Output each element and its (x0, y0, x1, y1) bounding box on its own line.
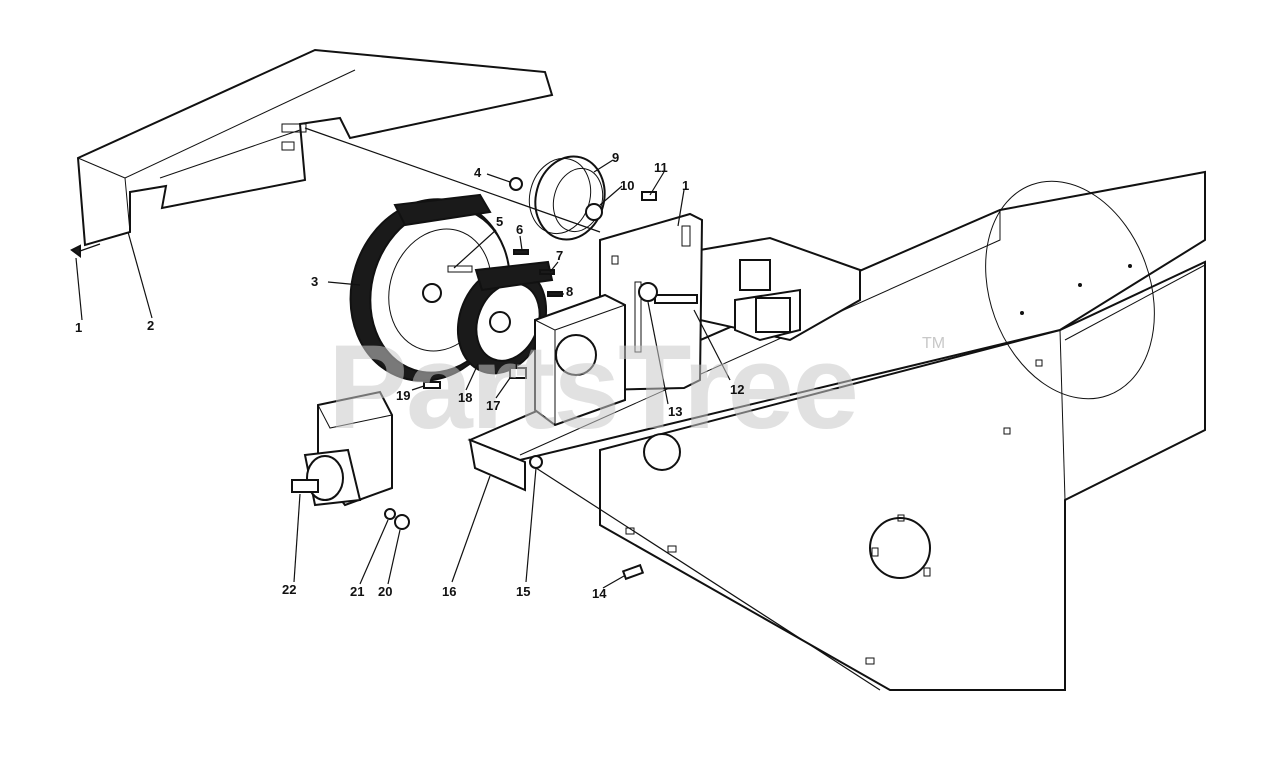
callout-22: 22 (282, 582, 296, 597)
bolt-item-12 (654, 294, 698, 304)
leader-lines (75, 127, 881, 691)
callout-21: 21 (350, 584, 364, 599)
callout-16: 16 (442, 584, 456, 599)
callout-19: 19 (396, 388, 410, 403)
callout-8: 8 (566, 284, 573, 299)
callout-12: 12 (730, 382, 744, 397)
callout-14: 14 (592, 586, 607, 601)
engine-mount-assembly (699, 236, 861, 342)
watermark-text: PartsTree (328, 320, 857, 454)
callout-18: 18 (458, 390, 472, 405)
key-item-7 (539, 269, 555, 275)
key-item-6 (513, 249, 529, 255)
callout-13: 13 (668, 404, 682, 419)
idler-pulley (528, 155, 606, 241)
callout-1: 1 (75, 320, 82, 335)
callout-labels: 1 2 3 4 5 6 7 8 9 10 11 1 12 13 14 15 16… (75, 150, 744, 601)
gearbox-assembly (291, 390, 410, 530)
callout-11: 11 (654, 160, 668, 175)
callout-7: 7 (556, 248, 563, 263)
callout-20: 20 (378, 584, 392, 599)
callout-6: 6 (516, 222, 523, 237)
callout-4: 4 (474, 165, 482, 180)
bolt-item-19 (423, 381, 441, 389)
nut-item-4 (509, 177, 523, 191)
callout-9: 9 (612, 150, 619, 165)
bolt-item-11 (641, 191, 657, 201)
callout-5: 5 (496, 214, 503, 229)
callout-15: 15 (516, 584, 530, 599)
washer-item-13 (638, 282, 658, 302)
support-bar (468, 438, 543, 492)
callout-10: 10 (620, 178, 634, 193)
bolt-item-17 (509, 367, 527, 379)
pulley-mounting-bracket (534, 293, 626, 427)
watermark-trademark: TM (922, 335, 945, 352)
callout-1-idler: 1 (682, 178, 689, 193)
callout-2: 2 (147, 318, 154, 333)
bolt-item-1 (70, 243, 101, 258)
driven-pulley (456, 260, 554, 375)
callout-17: 17 (486, 398, 500, 413)
bolt-item-14 (621, 563, 645, 581)
callout-3: 3 (311, 274, 318, 289)
key-item-8 (547, 291, 563, 297)
